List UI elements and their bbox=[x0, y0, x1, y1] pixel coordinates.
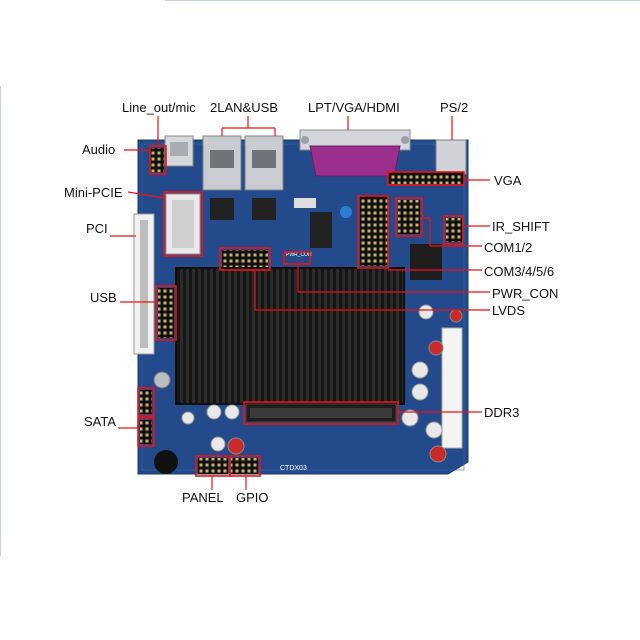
label-ir-shift: IR_SHIFT bbox=[492, 219, 550, 234]
label-com12: COM1/2 bbox=[484, 240, 533, 255]
heatsink bbox=[175, 267, 405, 405]
header-blocks bbox=[140, 148, 464, 474]
mini-pcie-slot bbox=[165, 193, 201, 255]
label-pci: PCI bbox=[86, 221, 108, 236]
label-pwr-con: PWR_CON bbox=[492, 286, 559, 301]
silk-model-text: CTDX03 bbox=[280, 465, 307, 472]
ps2-connector bbox=[435, 139, 467, 175]
top-border-line bbox=[165, 0, 640, 1]
label-line-out-mic: Line_out/mic bbox=[122, 100, 196, 115]
label-ddr3: DDR3 bbox=[484, 405, 520, 420]
chips bbox=[210, 198, 442, 280]
ddr3-slot bbox=[245, 403, 397, 423]
label-lvds: LVDS bbox=[492, 303, 525, 318]
label-ps2: PS/2 bbox=[440, 100, 469, 115]
label-audio: Audio bbox=[82, 142, 116, 157]
lan-usb-connectors bbox=[202, 135, 284, 191]
capacitors bbox=[153, 304, 463, 474]
label-com3456: COM3/4/5/6 bbox=[484, 264, 555, 279]
label-mini-pcie: Mini-PCIE bbox=[64, 185, 123, 200]
label-sata: SATA bbox=[84, 414, 117, 429]
audio-jack-connector bbox=[164, 135, 194, 167]
label-usb: USB bbox=[90, 290, 117, 305]
callout-lines bbox=[110, 116, 490, 490]
lpt-connector bbox=[299, 129, 411, 177]
left-border-line bbox=[0, 86, 1, 556]
label-vga: VGA bbox=[494, 173, 522, 188]
atx-power-connector bbox=[441, 327, 463, 449]
label-panel: PANEL bbox=[182, 490, 224, 505]
label-lpt-vga-hdmi: LPT/VGA/HDMI bbox=[308, 100, 400, 115]
callout-boxes bbox=[137, 145, 465, 477]
silk-pwr-text: PWR_CON bbox=[286, 252, 312, 258]
label-gpio: GPIO bbox=[236, 490, 269, 505]
label-2lan-usb: 2LAN&USB bbox=[210, 100, 278, 115]
pci-slot bbox=[133, 213, 155, 355]
